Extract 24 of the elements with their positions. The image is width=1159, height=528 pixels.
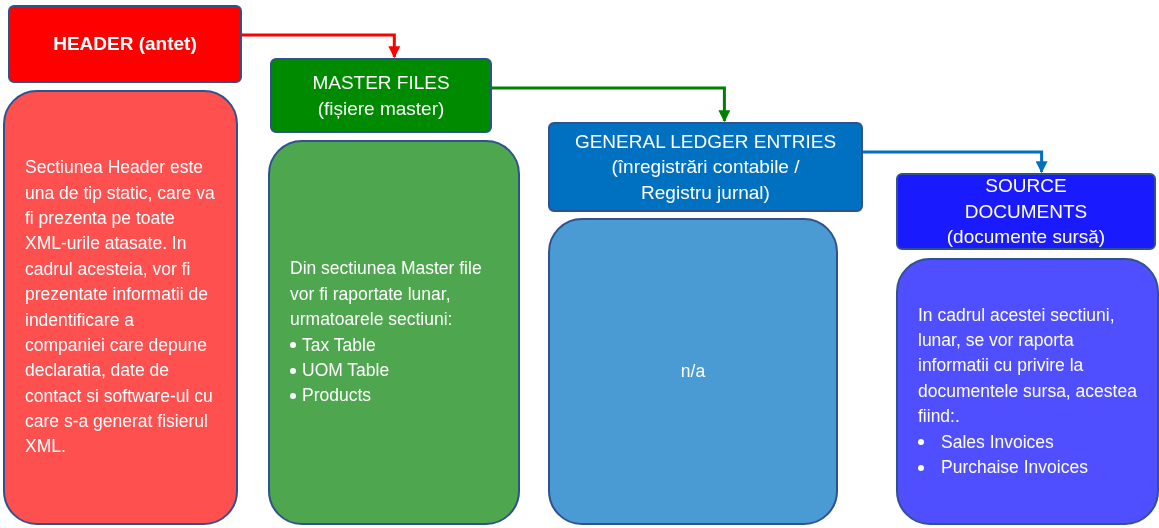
list-item: Products: [302, 384, 372, 408]
description-card: [268, 140, 520, 525]
description-text: In cadrul acestei sectiuni, lunar, se vor raporta informatii cu privire la documentele sursa, acestea fiind:.: [918, 303, 1137, 429]
description-text: Sectiunea Header este una de tip static, care va fi prezenta pe toate XML-urile atasate. In cadrul acesteia, vor fi prezentate informatii de indentificare a companiei care depune declaratia, date de contact si software-ul cu care s-a generat fisierul XML.: [25, 156, 216, 459]
list-item: Purchaise Invoices: [941, 455, 1088, 479]
section-header-box: [8, 5, 242, 83]
section-title: MASTER FILES (fișiere master): [311, 70, 451, 121]
section-header-box: [896, 173, 1156, 250]
section-title: HEADER (antet): [53, 32, 197, 57]
list-item: UOM Table: [302, 358, 390, 382]
section-title: GENERAL LEDGER ENTRIES (înregistrări contabile / Registru jurnal): [574, 129, 837, 205]
arrow: [863, 150, 1048, 174]
section-header-box: [548, 122, 863, 212]
section-header-box: [270, 58, 492, 133]
list-item: Tax Table: [302, 333, 376, 357]
list-item: Sales Invoices: [941, 430, 1054, 454]
description-card: [896, 258, 1159, 525]
section-title: SOURCE DOCUMENTS (documente sursă): [945, 174, 1107, 250]
description-text: Din sectiunea Master file vor fi raportate lunar, urmatoarele sectiuni:: [290, 257, 483, 332]
description-card: [3, 90, 238, 525]
arrow: [492, 86, 731, 123]
arrow: [242, 33, 401, 59]
description-text: n/a: [680, 359, 706, 383]
description-card: [548, 218, 838, 525]
